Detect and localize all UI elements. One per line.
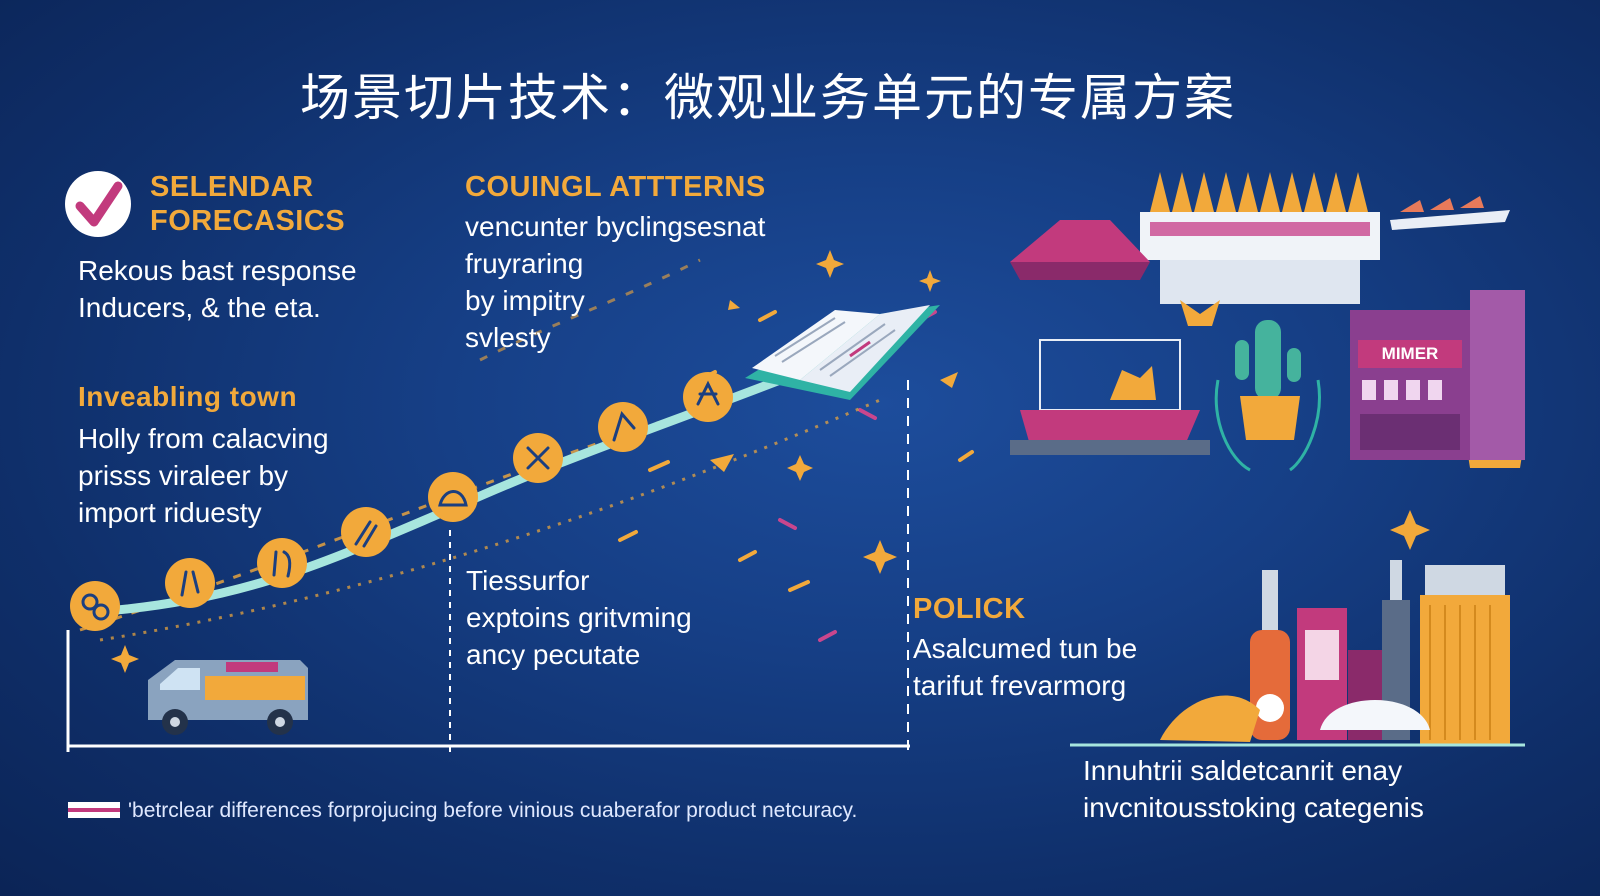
tiessurfor-line: ancy pecutate xyxy=(466,639,641,670)
page-title: 场景切片技术：微观业务单元的专属方案 xyxy=(300,69,1236,127)
couingl-heading: COUINGL ATTTERNS xyxy=(465,171,766,203)
tiessurfor-line: Tiessurfor xyxy=(466,565,590,596)
selendar-text: Rekous bast response Inducers, & the eta… xyxy=(78,252,357,326)
milestone-markers xyxy=(70,372,733,631)
sparkles xyxy=(111,250,1430,673)
selendar-heading: SELENDAR FORECASICS xyxy=(150,170,345,238)
couingl-line: vencunter byclingsesnat xyxy=(465,211,766,242)
couingl-text: vencunter byclingsesnat fruyraring by im… xyxy=(465,208,765,356)
timeline-axis xyxy=(66,380,910,752)
footer-caption: 'betrclear differences forprojucing befo… xyxy=(128,799,858,822)
car-icon xyxy=(148,660,308,735)
bottles-icon xyxy=(1070,560,1525,747)
inveabling-line: Holly from calacving xyxy=(78,423,329,454)
selendar-line: Rekous bast response xyxy=(78,255,357,286)
selendar-heading-line1: SELENDAR xyxy=(150,171,314,203)
store-icon xyxy=(1350,290,1525,460)
check-icon xyxy=(65,171,131,237)
book-icon xyxy=(745,305,940,400)
polick-text: Asalcumed tun be tarifut frevarmorg xyxy=(913,630,1137,704)
inveabling-line: prisss viraleer by xyxy=(78,460,289,491)
footer-flag-icon xyxy=(68,802,120,818)
couingl-line: svlesty xyxy=(465,322,551,353)
factory-icon xyxy=(1010,172,1510,304)
inveabling-heading: Inveabling town xyxy=(78,381,298,412)
shop-sign: MIMER xyxy=(1381,344,1439,363)
polick-heading: POLICK xyxy=(913,593,1026,625)
couingl-line: fruyraring xyxy=(465,248,584,279)
polick-line: tarifut frevarmorg xyxy=(913,670,1127,701)
polick-line: Asalcumed tun be xyxy=(913,633,1138,664)
tiessurfor-text: Tiessurfor exptoins gritvming ancy pecut… xyxy=(466,562,692,673)
innuhtrii-line: Innuhtrii saldetcanrit enay xyxy=(1083,755,1403,786)
ship-icon xyxy=(1010,300,1220,455)
selendar-heading-line2: FORECASICS xyxy=(150,205,346,237)
inveabling-line: import riduesty xyxy=(78,497,262,528)
tiessurfor-line: exptoins gritvming xyxy=(466,602,692,633)
selendar-line: Inducers, & the eta. xyxy=(78,292,321,323)
innuhtrii-text: Innuhtrii saldetcanrit enay invcnitousst… xyxy=(1083,752,1424,826)
innuhtrii-line: invcnitousstoking categenis xyxy=(1083,792,1424,823)
inveabling-text: Holly from calacving prisss viraleer by … xyxy=(78,420,329,531)
couingl-line: by impitry xyxy=(465,285,585,316)
